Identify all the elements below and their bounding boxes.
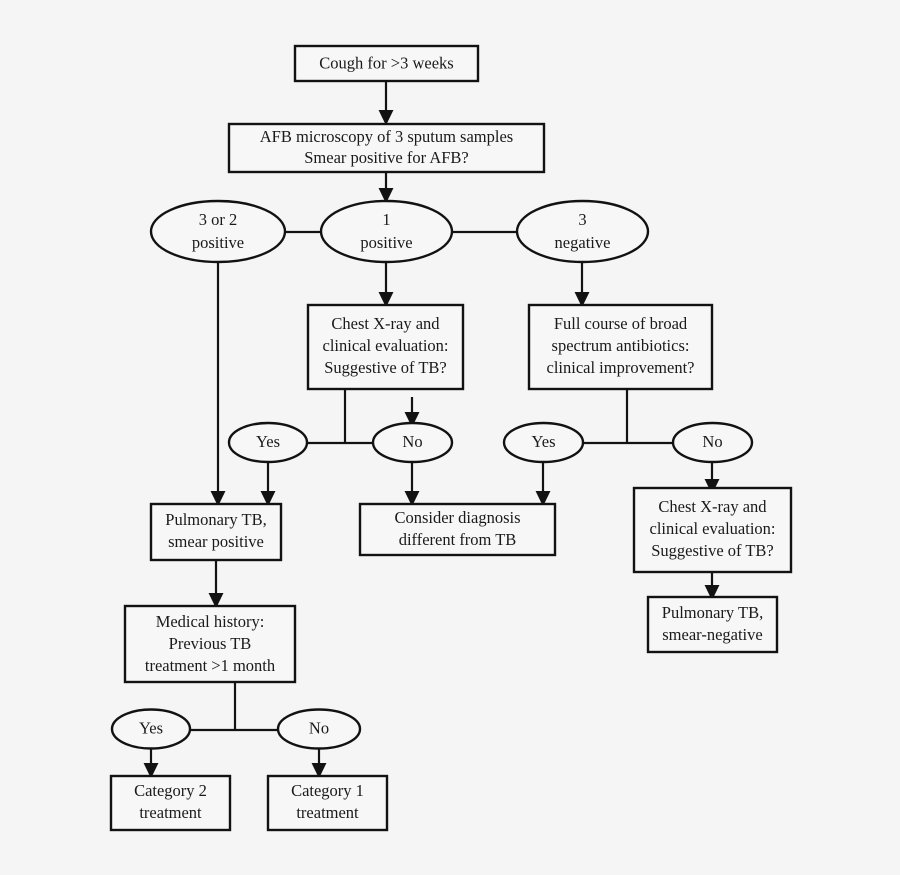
node-three-negative[interactable]: 3 negative [515, 199, 650, 264]
node-no-antibiotics-label: No [702, 432, 722, 451]
node-yes-cxr-left[interactable]: Yes [227, 421, 309, 464]
node-three-negative-line1: 3 [578, 210, 586, 229]
node-medical-history-line2: Previous TB [169, 634, 252, 653]
node-yes-cxr-left-label: Yes [256, 432, 280, 451]
node-cxr-right-line2: clinical evaluation: [650, 519, 776, 538]
node-antibiotics[interactable]: Full course of broad spectrum antibiotic… [527, 303, 714, 391]
node-category-1-line2: treatment [296, 803, 359, 822]
node-antibiotics-line2: spectrum antibiotics: [552, 336, 690, 355]
node-pulmonary-tb-pos-line1: Pulmonary TB, [165, 510, 266, 529]
node-medical-history-line1: Medical history: [156, 612, 265, 631]
node-category-1-line1: Category 1 [291, 781, 364, 800]
node-antibiotics-line3: clinical improvement? [547, 358, 695, 377]
node-consider-other-line1: Consider diagnosis [394, 508, 520, 527]
node-yes-antibiotics[interactable]: Yes [502, 421, 585, 464]
node-pulmonary-tb-pos-line2: smear positive [168, 532, 264, 551]
node-pulmonary-tb-neg-line1: Pulmonary TB, [662, 603, 763, 622]
node-no-cxr-left-label: No [402, 432, 422, 451]
node-no-history-label: No [309, 718, 329, 737]
node-category-1-treatment[interactable]: Category 1 treatment [266, 774, 389, 832]
node-consider-other-diagnosis[interactable]: Consider diagnosis different from TB [358, 502, 557, 557]
node-category-2-treatment[interactable]: Category 2 treatment [109, 774, 232, 832]
node-no-antibiotics[interactable]: No [671, 421, 754, 464]
node-afb-microscopy[interactable]: AFB microscopy of 3 sputum samples Smear… [227, 122, 546, 174]
node-cough-label: Cough for >3 weeks [319, 53, 453, 72]
node-cxr-left-line3: Suggestive of TB? [324, 358, 447, 377]
node-yes-history[interactable]: Yes [110, 708, 192, 750]
node-yes-history-label: Yes [139, 718, 163, 737]
node-afb-line1: AFB microscopy of 3 sputum samples [260, 127, 513, 146]
node-no-history[interactable]: No [276, 708, 362, 750]
node-cxr-right-line1: Chest X-ray and [658, 497, 767, 516]
edges-group [143, 80, 720, 779]
node-medical-history-line3: treatment >1 month [145, 656, 276, 675]
node-afb-line2: Smear positive for AFB? [304, 148, 469, 167]
node-three-or-two-positive[interactable]: 3 or 2 positive [149, 199, 287, 264]
node-pulmonary-tb-neg-line2: smear-negative [662, 625, 762, 644]
node-consider-other-line2: different from TB [399, 530, 517, 549]
node-cxr-right[interactable]: Chest X-ray and clinical evaluation: Sug… [632, 486, 793, 574]
node-yes-antibiotics-label: Yes [531, 432, 555, 451]
node-antibiotics-line1: Full course of broad [554, 314, 688, 333]
node-medical-history[interactable]: Medical history: Previous TB treatment >… [123, 604, 297, 684]
node-no-cxr-left[interactable]: No [371, 421, 454, 464]
node-cxr-right-line3: Suggestive of TB? [651, 541, 774, 560]
node-category-2-line1: Category 2 [134, 781, 207, 800]
node-one-positive-line1: 1 [382, 210, 390, 229]
node-cxr-left-line2: clinical evaluation: [323, 336, 449, 355]
node-cxr-left-line1: Chest X-ray and [331, 314, 440, 333]
node-three-or-two-line2: positive [192, 233, 244, 252]
node-pulmonary-tb-smear-positive[interactable]: Pulmonary TB, smear positive [149, 502, 283, 562]
node-cxr-left[interactable]: Chest X-ray and clinical evaluation: Sug… [306, 303, 465, 391]
node-cough[interactable]: Cough for >3 weeks [293, 44, 480, 83]
node-three-or-two-line1: 3 or 2 [199, 210, 238, 229]
node-category-2-line2: treatment [139, 803, 202, 822]
node-three-negative-line2: negative [555, 233, 611, 252]
node-one-positive-line2: positive [360, 233, 412, 252]
node-one-positive[interactable]: 1 positive [319, 199, 454, 264]
node-pulmonary-tb-smear-negative[interactable]: Pulmonary TB, smear-negative [646, 595, 779, 654]
